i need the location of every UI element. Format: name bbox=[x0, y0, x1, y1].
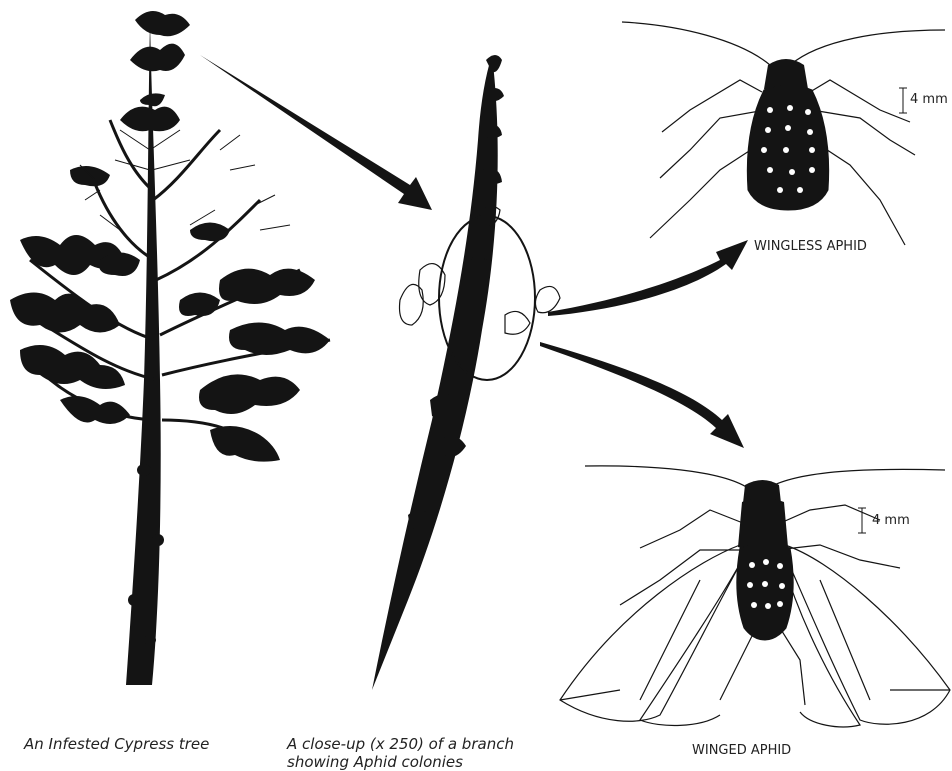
wingless-antennae bbox=[622, 22, 945, 65]
winged-aphid bbox=[560, 466, 950, 727]
wingless-body bbox=[747, 85, 828, 210]
winged-abdomen bbox=[737, 544, 793, 640]
wingless-scale-bar bbox=[899, 88, 907, 113]
caption-branch-closeup: A close-up (x 250) of a branch showing A… bbox=[287, 735, 557, 771]
branch-stem bbox=[372, 55, 498, 690]
right-hindwing bbox=[782, 560, 860, 727]
arrow-branch-to-wingless bbox=[548, 240, 748, 316]
label-wingless-aphid: WINGLESS APHID bbox=[754, 239, 867, 254]
wingless-aphid bbox=[622, 22, 945, 245]
winged-scale-bar bbox=[858, 508, 866, 533]
left-hindwing bbox=[640, 560, 742, 725]
arrow-tree-to-branch bbox=[200, 55, 432, 210]
caption-winged-aphid: WINGED APHID bbox=[692, 743, 791, 758]
caption-infested-tree: An Infested Cypress tree bbox=[24, 735, 209, 753]
tree-foliage bbox=[10, 11, 330, 462]
scale-label-winged: 4 mm bbox=[872, 513, 910, 528]
scale-label-wingless: 4 mm bbox=[910, 92, 948, 107]
winged-thorax bbox=[738, 498, 788, 551]
cypress-tree bbox=[10, 11, 330, 685]
arrow-branch-to-winged bbox=[540, 342, 744, 448]
branch-closeup bbox=[372, 55, 560, 690]
